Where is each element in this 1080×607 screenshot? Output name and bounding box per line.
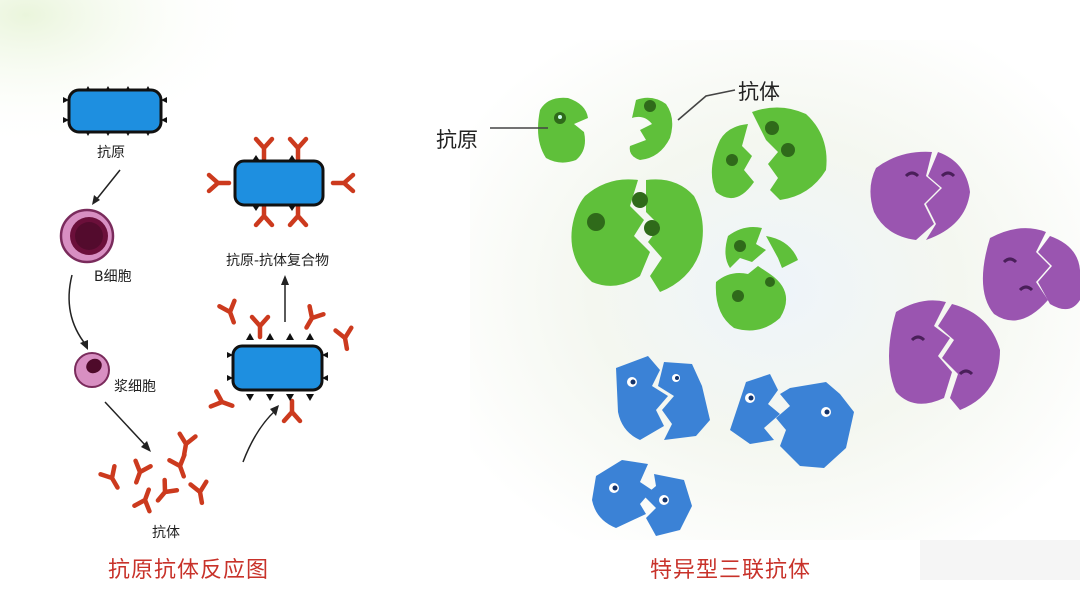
plasma-cell (74, 352, 110, 388)
label-antibody-left: 抗体 (152, 525, 180, 541)
label-complex: 抗原-抗体复合物 (226, 253, 330, 269)
label-pointers (490, 89, 736, 129)
arrow-binding-to-complex (281, 275, 289, 322)
blue-antigen-cells (592, 356, 854, 536)
purple-antigen-cells (870, 151, 1080, 410)
antigen-binding (211, 301, 355, 421)
arrow-antibody-to-binding (242, 405, 279, 463)
antigen-antibody-complex (209, 139, 353, 225)
caption-right: 特异型三联抗体 (650, 558, 812, 583)
label-antigen-left: 抗原 (97, 145, 125, 161)
label-antigen-right: 抗原 (436, 128, 478, 152)
caption-left: 抗原抗体反应图 (108, 558, 270, 583)
label-plasma-cell: 浆细胞 (114, 379, 156, 395)
arrow-plasma-to-antibody (104, 401, 151, 452)
arrow-antigen-to-bcell (92, 169, 121, 205)
green-antigen-cells (538, 97, 827, 331)
antigen-bacterium-top (63, 86, 167, 136)
arrow-bcell-to-plasma (68, 274, 88, 350)
label-b-cell: B细胞 (94, 269, 132, 285)
label-antibody-right: 抗体 (738, 80, 780, 104)
b-cell (59, 208, 115, 264)
